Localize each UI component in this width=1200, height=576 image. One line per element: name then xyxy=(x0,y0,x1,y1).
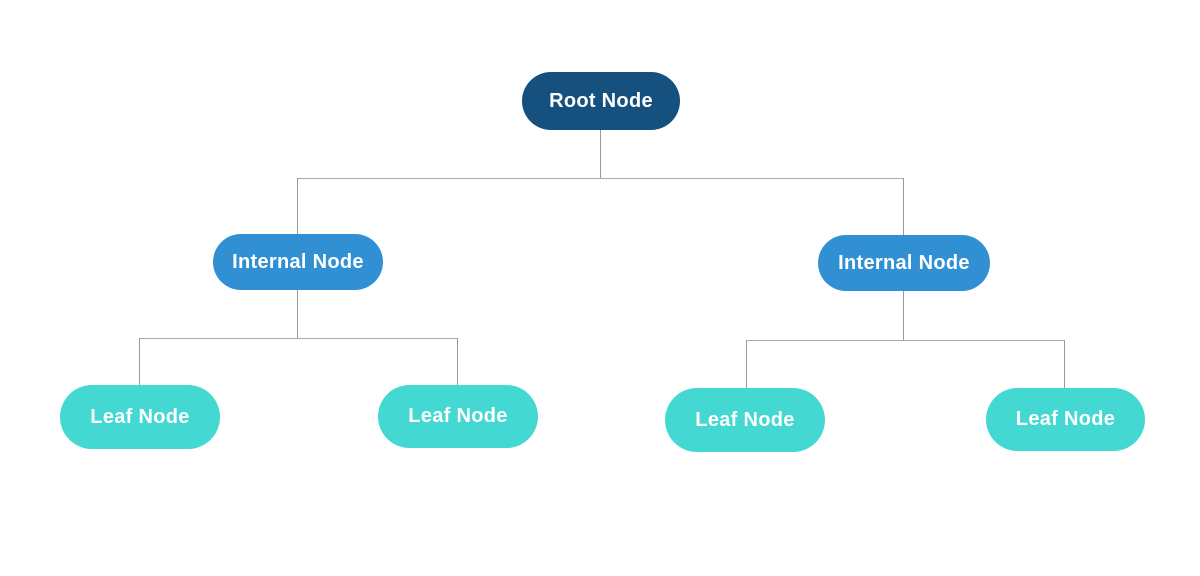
node-internal-left: Internal Node xyxy=(213,234,383,290)
connector-internal-right-stem xyxy=(903,291,904,340)
node-leaf-4-label: Leaf Node xyxy=(1015,408,1116,430)
connector-root-crossbar xyxy=(297,178,904,179)
connector-to-leaf-3 xyxy=(746,340,747,388)
node-leaf-4: Leaf Node xyxy=(986,388,1145,451)
connector-to-internal-left xyxy=(297,178,298,234)
node-root: Root Node xyxy=(522,72,680,130)
connector-internal-left-stem xyxy=(297,290,298,338)
node-leaf-1-label: Leaf Node xyxy=(90,405,190,428)
connector-internal-left-crossbar xyxy=(139,338,458,339)
connector-to-internal-right xyxy=(903,178,904,235)
node-leaf-1: Leaf Node xyxy=(60,385,220,449)
connector-to-leaf-1 xyxy=(139,338,140,385)
node-internal-right-label: Internal Node xyxy=(838,251,970,274)
node-root-label: Root Node xyxy=(549,89,653,112)
node-leaf-2-label: Leaf Node xyxy=(408,405,508,427)
node-internal-right: Internal Node xyxy=(818,235,990,291)
node-leaf-3: Leaf Node xyxy=(665,388,825,452)
node-leaf-2: Leaf Node xyxy=(378,385,538,448)
node-internal-left-label: Internal Node xyxy=(232,250,364,273)
connector-to-leaf-2 xyxy=(457,338,458,385)
node-leaf-3-label: Leaf Node xyxy=(695,408,795,431)
connector-internal-right-crossbar xyxy=(746,340,1065,341)
connector-to-leaf-4 xyxy=(1064,340,1065,388)
connector-root-stem xyxy=(600,130,601,178)
